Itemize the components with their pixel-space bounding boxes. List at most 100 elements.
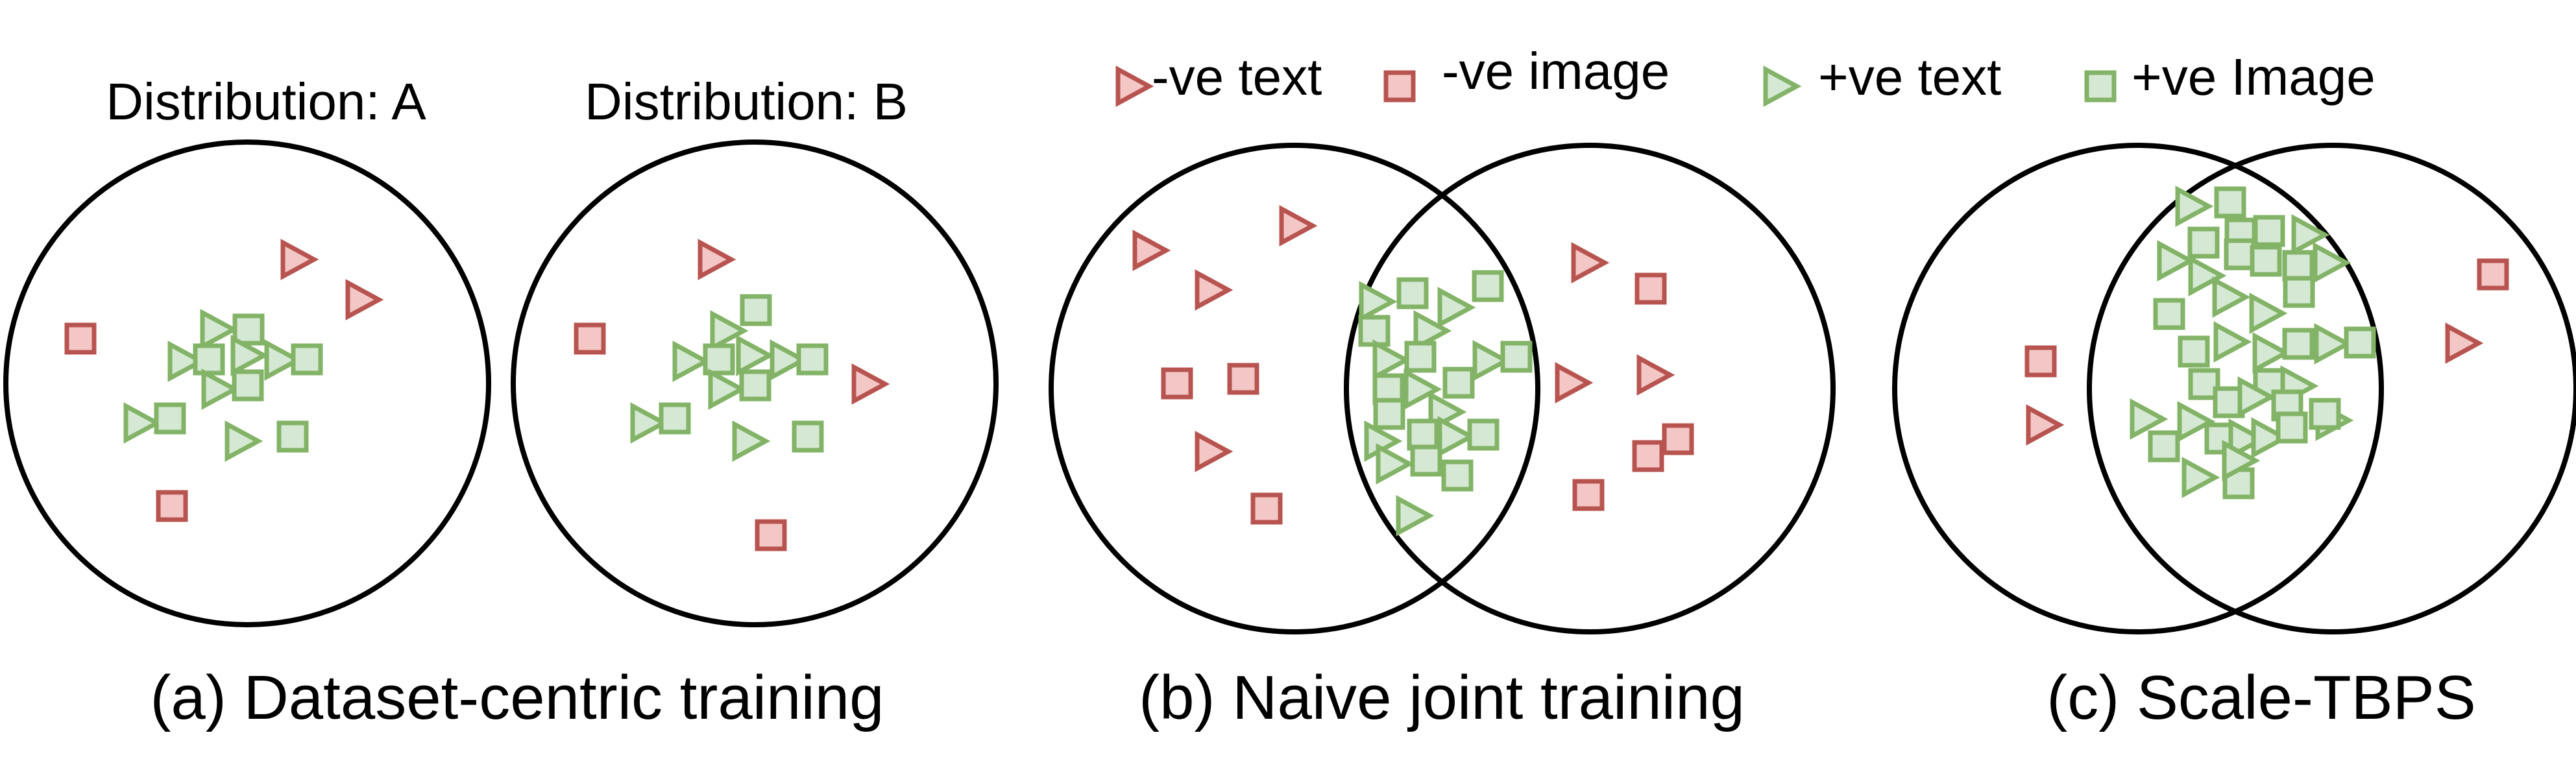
legend-pos-text-label: +ve text (1818, 48, 2001, 106)
pos-image-marker (703, 343, 735, 376)
pos-text-marker (123, 402, 162, 444)
pos-text-marker (2291, 214, 2330, 256)
legend: -ve text -ve image +ve text +ve Image (1115, 42, 2376, 107)
neg-text-marker (2026, 404, 2065, 446)
pos-image-marker (2214, 186, 2246, 219)
pos-image-marker (796, 343, 829, 376)
pos-text-marker (1403, 368, 1442, 410)
pos-image-marker (2250, 245, 2282, 277)
pos-text-marker (264, 339, 303, 381)
pos-text-marker (230, 335, 269, 376)
pos-text-marker (225, 420, 263, 462)
neg-image-marker (64, 322, 97, 355)
pos-image-marker (1442, 367, 1475, 399)
legend-neg-image-label: -ve image (1442, 42, 1670, 100)
pos-image-marker (2282, 250, 2315, 282)
pos-text-marker (1437, 287, 1476, 328)
pos-text-marker (2249, 293, 2288, 334)
neg-image-marker (2024, 345, 2057, 378)
pos-image-marker (2344, 326, 2376, 359)
pos-text-marker (732, 420, 771, 462)
neg-text-marker (1195, 431, 1233, 472)
legend-pos-image-icon (2084, 70, 2117, 102)
pos-text-marker (2252, 332, 2291, 374)
pos-image-marker (1500, 341, 1533, 373)
pos-text-marker (201, 368, 240, 410)
pos-text-marker (2212, 276, 2251, 318)
pos-image-marker (1441, 459, 1474, 492)
neg-image-marker (1662, 423, 1694, 455)
distribution-a-circle (3, 139, 491, 627)
pos-text-marker (2175, 186, 2214, 227)
pos-image-marker (1467, 418, 1500, 451)
distribution-a-title: Distribution: A (106, 73, 426, 130)
legend-pos-image-label: +ve Image (2132, 48, 2376, 106)
panel-b-markers (1132, 205, 1694, 536)
pos-image-marker (232, 313, 265, 346)
panel-c-markers (2024, 186, 2509, 500)
neg-text-marker (1636, 354, 1675, 396)
pos-text-marker (1372, 339, 1411, 381)
pos-image-marker (1407, 418, 1439, 451)
pos-text-marker (2222, 440, 2261, 481)
pos-image-marker (193, 343, 225, 376)
legend-neg-text-label: -ve text (1152, 48, 1322, 106)
neg-text-marker (851, 363, 890, 405)
pos-image-marker (2178, 335, 2210, 368)
panel-c-caption: (c) Scale-TBPS (2047, 663, 2475, 732)
pos-image-marker (2253, 215, 2285, 247)
pos-text-marker (2157, 240, 2196, 282)
pos-text-marker (2177, 401, 2216, 442)
pos-text-marker (1472, 340, 1511, 381)
panel-a: Distribution: A Distribution: B (a) Data… (3, 73, 999, 732)
panel-c-left-circle (1892, 143, 2384, 634)
pos-text-marker (2213, 321, 2252, 363)
neg-image-marker (574, 322, 606, 355)
pos-text-marker (2130, 398, 2169, 440)
pos-text-marker (1437, 416, 1476, 457)
panel-b: (b) Naive joint training (1049, 143, 1836, 732)
legend-neg-text-icon (1115, 66, 1154, 107)
neg-image-marker (1572, 479, 1605, 511)
pos-text-marker (167, 341, 206, 382)
pos-text-marker (2188, 255, 2227, 296)
pos-image-marker (1404, 341, 1437, 373)
neg-image-marker (1632, 440, 1664, 472)
pos-text-marker (1359, 281, 1398, 322)
neg-text-marker (1195, 269, 1233, 311)
neg-text-marker (698, 239, 736, 280)
pos-image-marker (2224, 238, 2256, 271)
neg-text-marker (1115, 66, 1154, 107)
pos-image-marker (2148, 430, 2180, 463)
pos-text-marker (2237, 376, 2276, 418)
panel-c: (c) Scale-TBPS (1892, 143, 2576, 732)
pos-text-marker (672, 341, 711, 382)
pos-text-marker (736, 335, 775, 376)
distribution-b-title: Distribution: B (585, 73, 908, 130)
panel-a-markers (64, 239, 890, 551)
pos-text-marker (2228, 418, 2267, 460)
neg-image-marker (1227, 363, 1259, 395)
pos-image-marker (2282, 328, 2315, 360)
pos-text-marker (2313, 242, 2351, 283)
pos-image-marker (739, 369, 772, 402)
neg-image-marker (1383, 70, 1416, 102)
neg-image-marker (1250, 492, 1283, 525)
panel-c-right-circle (2087, 143, 2576, 634)
pos-image-marker (2153, 298, 2185, 330)
pos-image-marker (2283, 276, 2315, 308)
panel-b-left-circle (1049, 143, 1540, 634)
pos-text-marker (2181, 457, 2220, 498)
neg-text-marker (1279, 205, 1318, 247)
pos-image-marker (792, 420, 824, 453)
pos-text-marker (710, 310, 749, 352)
pos-image-marker (1472, 270, 1504, 302)
pos-text-marker (1763, 66, 1802, 107)
panel-b-caption: (b) Naive joint training (1139, 663, 1745, 732)
neg-text-marker (280, 239, 319, 280)
pos-image-marker (2309, 398, 2341, 430)
pos-image-marker (291, 343, 323, 376)
neg-image-marker (2477, 258, 2509, 291)
pos-image-marker (232, 369, 264, 402)
